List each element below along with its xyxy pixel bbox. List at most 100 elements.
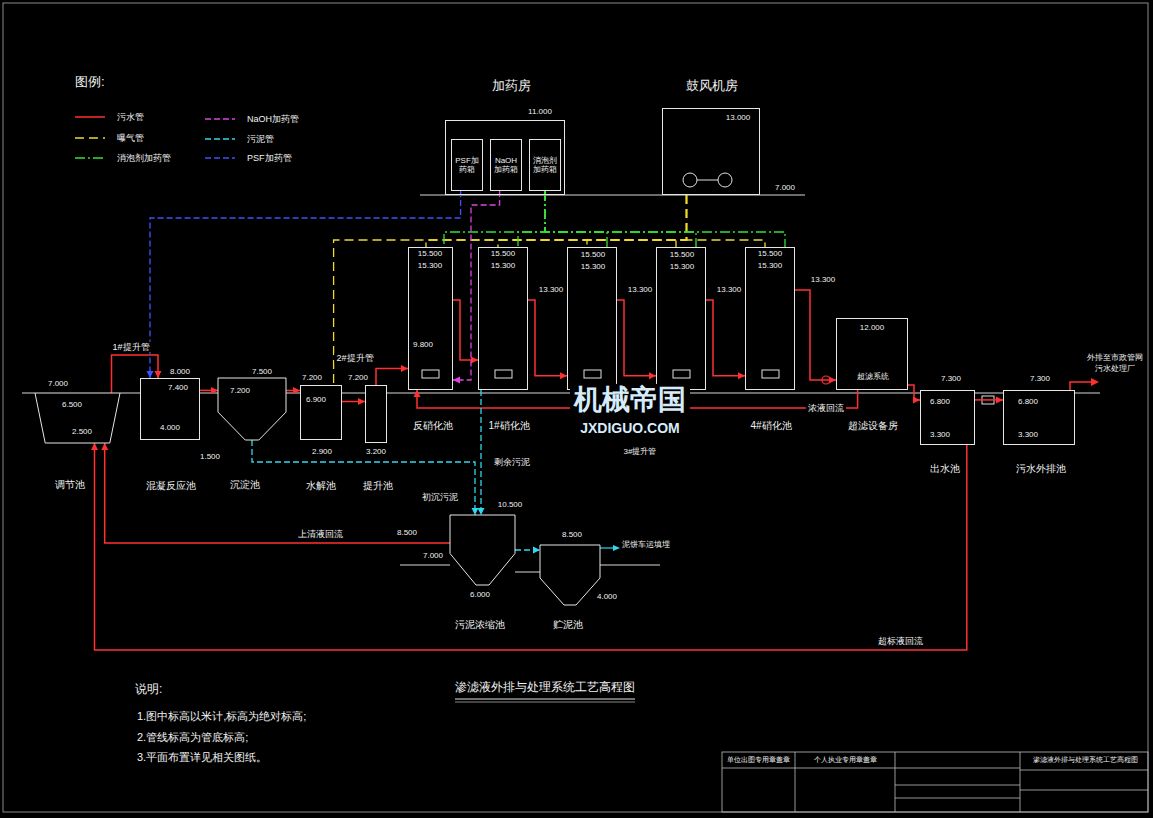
pipe	[515, 546, 540, 553]
annotation: 7.500	[252, 367, 272, 376]
annotation: 7.300	[1030, 374, 1050, 383]
unit-name: 污水外排池	[1016, 463, 1066, 475]
annotation: 8.500	[562, 530, 582, 539]
unit-name: 反硝化池	[413, 420, 453, 432]
pipe	[498, 195, 687, 247]
arrow-head	[414, 390, 421, 397]
annotation: 2.管线标高为管底标高;	[137, 731, 248, 744]
pipe-line	[528, 300, 567, 376]
arrow-head	[155, 371, 162, 378]
pipe-line	[112, 355, 159, 393]
pipe	[676, 195, 687, 247]
arrow-head	[147, 371, 154, 378]
title-underline	[455, 702, 635, 703]
annotation: 8.500	[397, 528, 417, 537]
pipe	[444, 191, 545, 247]
unit-name: 水解池	[306, 480, 336, 492]
pipe-line	[453, 300, 478, 360]
dosing-room: 加药房PSF加药箱NaOH加药箱消泡剂加药箱	[445, 120, 565, 195]
pipe	[376, 365, 408, 385]
legend-text: 污泥管	[247, 134, 274, 144]
arrow-head	[913, 396, 920, 403]
annotation: 15.500	[758, 249, 782, 258]
annotation: 3.200	[366, 447, 386, 456]
annotation: 13.000	[726, 113, 750, 122]
unit-name: 消泡剂加药箱	[532, 156, 558, 174]
tank: 沉淀池	[218, 378, 286, 440]
aerator-symbol	[422, 370, 779, 378]
legend-text: PSF加药管	[247, 153, 292, 163]
arrow-head	[472, 508, 479, 515]
pipe-line	[587, 195, 687, 247]
annotation: 渗滤液外排与处理系统工艺高程图	[1033, 756, 1138, 764]
annotation: 4.000	[160, 423, 180, 432]
sludge-tank: 贮泥池	[540, 545, 600, 605]
pipe	[147, 191, 461, 378]
arrow-head	[91, 443, 98, 450]
sludge-tank: 污泥浓缩池	[450, 515, 515, 585]
pipe-line	[545, 191, 607, 247]
annotation: 4.000	[597, 592, 617, 601]
funnel-outline	[450, 515, 515, 585]
annotation: 15.500	[418, 249, 442, 258]
annotation: 13.300	[811, 275, 835, 284]
bio-tank: 15.500 15.300	[656, 247, 706, 390]
watermark: JXDIGUO.COM	[576, 420, 684, 436]
unit-text: 15.300	[670, 262, 694, 271]
arrow-head	[211, 387, 218, 394]
pipe-line	[444, 191, 545, 247]
unit-name: 15.500	[670, 250, 694, 259]
title-block	[722, 752, 1148, 812]
pipe	[342, 398, 365, 405]
annotation: 3#提升管	[624, 447, 657, 456]
pipe-line	[545, 191, 696, 247]
annotation: 7.000	[775, 183, 795, 192]
pipe-label: 上清液回流	[296, 529, 345, 539]
dosing-tank: 消泡剂加药箱	[529, 139, 561, 191]
annotation: 7.200	[230, 386, 250, 395]
pipe	[706, 300, 745, 379]
bio-tank: 15.50015.300	[567, 247, 617, 390]
pipe	[795, 290, 836, 384]
ground-line	[22, 195, 1100, 572]
annotation: 3.平面布置详见相关图纸。	[137, 751, 267, 764]
annotation: 11.000	[528, 107, 552, 116]
annotation: 8.000	[170, 367, 190, 376]
unit-name: 4#硝化池	[750, 420, 791, 432]
tank-wall	[540, 545, 600, 605]
annotation: 说明:	[135, 683, 162, 697]
unit-name: 超滤设备房	[848, 420, 898, 432]
annotation: 泥饼车运填埋	[622, 540, 670, 549]
arrow-head	[453, 376, 460, 383]
annotation: 个人执业专用章盖章	[814, 756, 877, 764]
annotation: 污水处理厂	[1095, 364, 1135, 373]
pipe-label: 浓液回流	[806, 403, 846, 413]
legend-text: 污水管	[117, 112, 144, 122]
arrow-head	[649, 372, 656, 379]
arrow-head	[560, 372, 567, 379]
annotation: 13.300	[628, 285, 652, 294]
pipe	[518, 191, 545, 247]
legend-line	[75, 116, 105, 118]
annotation: 图例:	[75, 75, 105, 90]
pipe-label: 剩余污泥	[492, 457, 532, 467]
pipe-line	[518, 191, 545, 247]
pipe-line	[95, 443, 967, 650]
annotation: 15.500	[491, 249, 515, 258]
pipe-label: 超标液回流	[876, 636, 925, 646]
annotation: 3.300	[1018, 430, 1038, 439]
pipe-line	[334, 195, 687, 385]
legend-line	[75, 157, 105, 158]
arrow-head	[829, 376, 836, 383]
annotation: 1.图中标高以米计,标高为绝对标高;	[137, 710, 306, 723]
title-underline	[455, 698, 635, 699]
unit-name: NaOH加药箱	[493, 156, 519, 174]
annotation: 10.500	[498, 500, 522, 509]
pipe	[545, 191, 696, 247]
watermark: 机械帝国	[570, 384, 690, 416]
pipe	[687, 195, 766, 247]
unit-name: 鼓风机房	[686, 79, 738, 94]
cake-outlet	[600, 547, 614, 548]
annotation: 7.000	[48, 379, 68, 388]
